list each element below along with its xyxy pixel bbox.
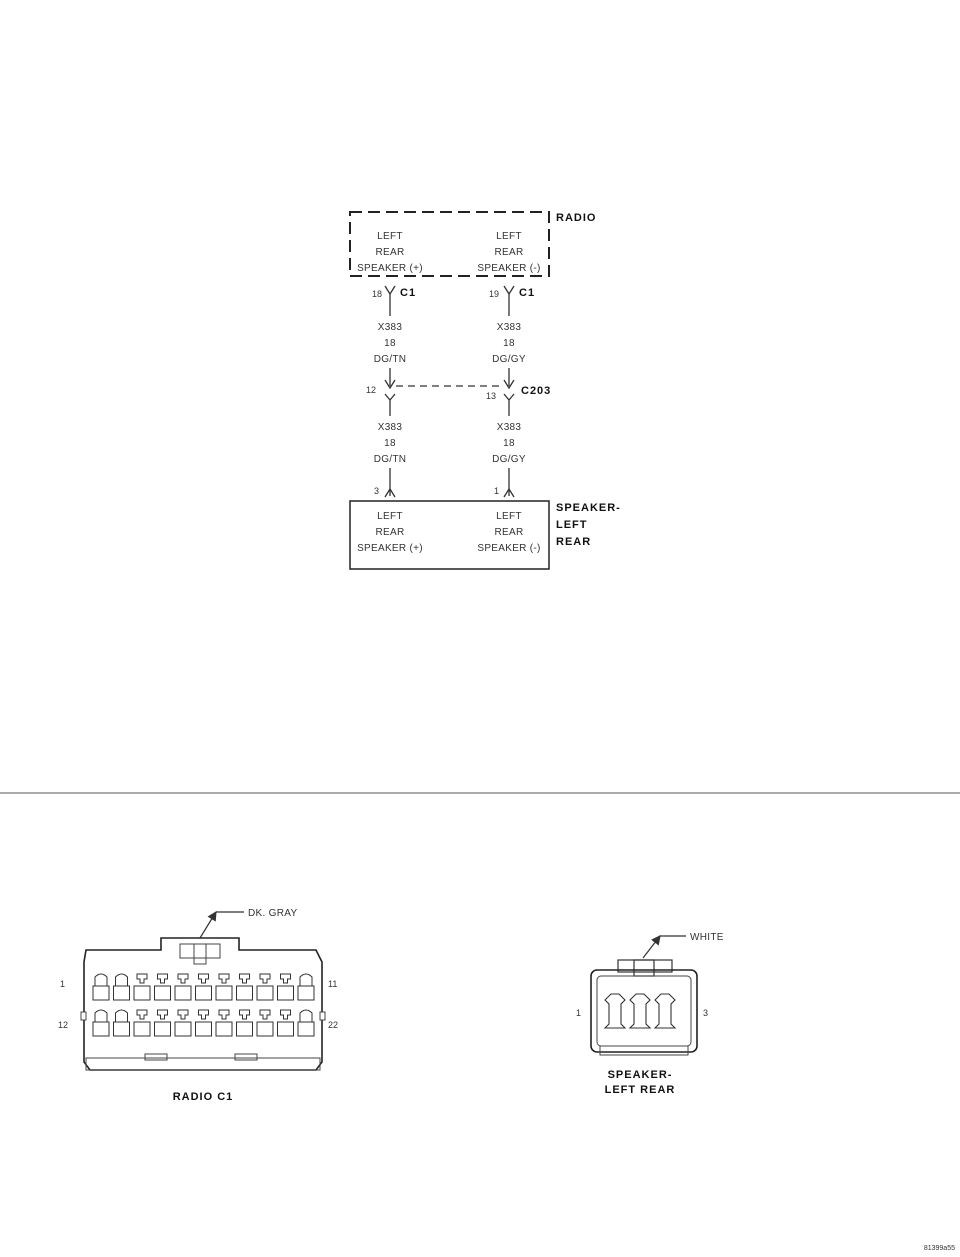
radio-left-pin-line1: LEFT	[377, 231, 403, 242]
radio-c1-cavity	[113, 973, 130, 1001]
speaker-label-line1: SPEAKER-	[556, 502, 621, 514]
speaker-cavity	[628, 993, 652, 1029]
radio-c1-pin-22-label: 22	[328, 1020, 338, 1030]
radio-c1-cavity	[277, 1009, 294, 1037]
radio-c1-cavity	[256, 973, 274, 1001]
wire-upper-right-gauge: 18	[503, 338, 515, 349]
c1-left-cavity: 18	[372, 289, 382, 299]
radio-label: RADIO	[556, 212, 596, 224]
speaker-connector-symbol	[384, 487, 515, 498]
speaker-color-leader	[642, 935, 661, 959]
radio-c1-cavity	[297, 973, 315, 1001]
speaker-cavities	[603, 993, 677, 1029]
wire-upper-left-color: DG/TN	[374, 354, 407, 365]
speaker-left-pin-line1: LEFT	[377, 511, 403, 522]
speaker-color-label: WHITE	[690, 932, 724, 943]
wire-upper-right-color: DG/GY	[492, 354, 526, 365]
speaker-left-pin-line3: SPEAKER (+)	[357, 543, 423, 554]
c1-right-cavity: 19	[489, 289, 499, 299]
radio-c1-cavity	[256, 1009, 274, 1037]
radio-right-pin-line1: LEFT	[496, 231, 522, 242]
wire-lower-right-circuit: X383	[497, 422, 522, 433]
radio-c1-pin-11-label: 11	[328, 979, 337, 989]
wire-lower-left-color: DG/TN	[374, 454, 407, 465]
speaker-label-line3: REAR	[556, 536, 591, 548]
radio-c1-cavity	[215, 973, 233, 1001]
radio-c1-cavity	[236, 1009, 253, 1037]
radio-c1-cavity	[174, 973, 192, 1001]
speaker-connector-view: WHITE 1 3 SPEAKER- LEFT REAR	[576, 932, 724, 1096]
c203-label: C203	[521, 385, 551, 397]
wire-lower-left-circuit: X383	[378, 422, 403, 433]
radio-c1-cavity	[277, 973, 294, 1001]
wire-lower-right-color: DG/GY	[492, 454, 526, 465]
radio-c1-cavity	[92, 973, 110, 1001]
radio-c1-cavity	[195, 973, 212, 1001]
speaker-left-cavity: 3	[374, 486, 379, 496]
c1-label-right: C1	[519, 287, 535, 299]
radio-c1-cavity	[174, 1009, 192, 1037]
speaker-left-pin-line2: REAR	[376, 527, 405, 538]
wire-lower-right-gauge: 18	[503, 438, 515, 449]
speaker-title-line2: LEFT REAR	[605, 1084, 676, 1096]
wire-upper-right-circuit: X383	[497, 322, 522, 333]
speaker-right-pin-line2: REAR	[495, 527, 524, 538]
speaker-right-pin-line3: SPEAKER (-)	[477, 543, 540, 554]
radio-c1-pin-1-label: 1	[60, 979, 65, 989]
speaker-cavity	[653, 993, 677, 1029]
radio-left-pin-line3: SPEAKER (+)	[357, 263, 423, 274]
wire-upper-left-gauge: 18	[384, 338, 396, 349]
radio-left-pin-line2: REAR	[376, 247, 405, 258]
wire-lower-left-gauge: 18	[384, 438, 396, 449]
speaker-right-cavity: 1	[494, 486, 499, 496]
radio-c1-cavity	[133, 1009, 151, 1037]
radio-c1-title: RADIO C1	[173, 1091, 234, 1103]
footer-code: 81399a55	[924, 1245, 955, 1252]
radio-c1-cavity	[236, 973, 253, 1001]
wire-upper-left-circuit: X383	[378, 322, 403, 333]
speaker-pin-1-label: 1	[576, 1008, 581, 1018]
speaker-right-pin-line1: LEFT	[496, 511, 522, 522]
radio-c1-color-label: DK. GRAY	[248, 908, 297, 919]
speaker-housing	[590, 969, 698, 1053]
radio-c1-cavity	[154, 973, 171, 1001]
radio-c1-cavity	[113, 1009, 130, 1037]
radio-c1-cavity	[133, 973, 151, 1001]
c203-left-cavity: 12	[366, 385, 376, 395]
c1-label-left: C1	[400, 287, 416, 299]
radio-c1-cavity	[92, 1009, 110, 1037]
radio-c1-housing	[83, 937, 323, 1071]
radio-c1-cavity	[297, 1009, 315, 1037]
speaker-label-line2: LEFT	[556, 519, 588, 531]
speaker-title-line1: SPEAKER-	[608, 1069, 673, 1081]
radio-module-box	[349, 211, 550, 277]
radio-c1-cavity	[195, 1009, 212, 1037]
radio-c1-cavities	[92, 973, 315, 1037]
speaker-module-box	[349, 500, 550, 570]
radio-c1-cavity	[215, 1009, 233, 1037]
radio-c1-color-leader	[199, 910, 217, 939]
radio-c1-cavity	[154, 1009, 171, 1037]
speaker-pin-3-label: 3	[703, 1008, 708, 1018]
speaker-cavity	[603, 993, 627, 1029]
radio-right-pin-line3: SPEAKER (-)	[477, 263, 540, 274]
radio-right-pin-line2: REAR	[495, 247, 524, 258]
schematic: RADIO LEFT REAR SPEAKER (+) LEFT REAR SP…	[349, 211, 621, 570]
c203-right-cavity: 13	[486, 391, 496, 401]
radio-c1-connector-view: DK. GRAY 1 11 12 22 RADIO C1	[58, 908, 338, 1103]
radio-c1-pin-12-label: 12	[58, 1020, 68, 1030]
